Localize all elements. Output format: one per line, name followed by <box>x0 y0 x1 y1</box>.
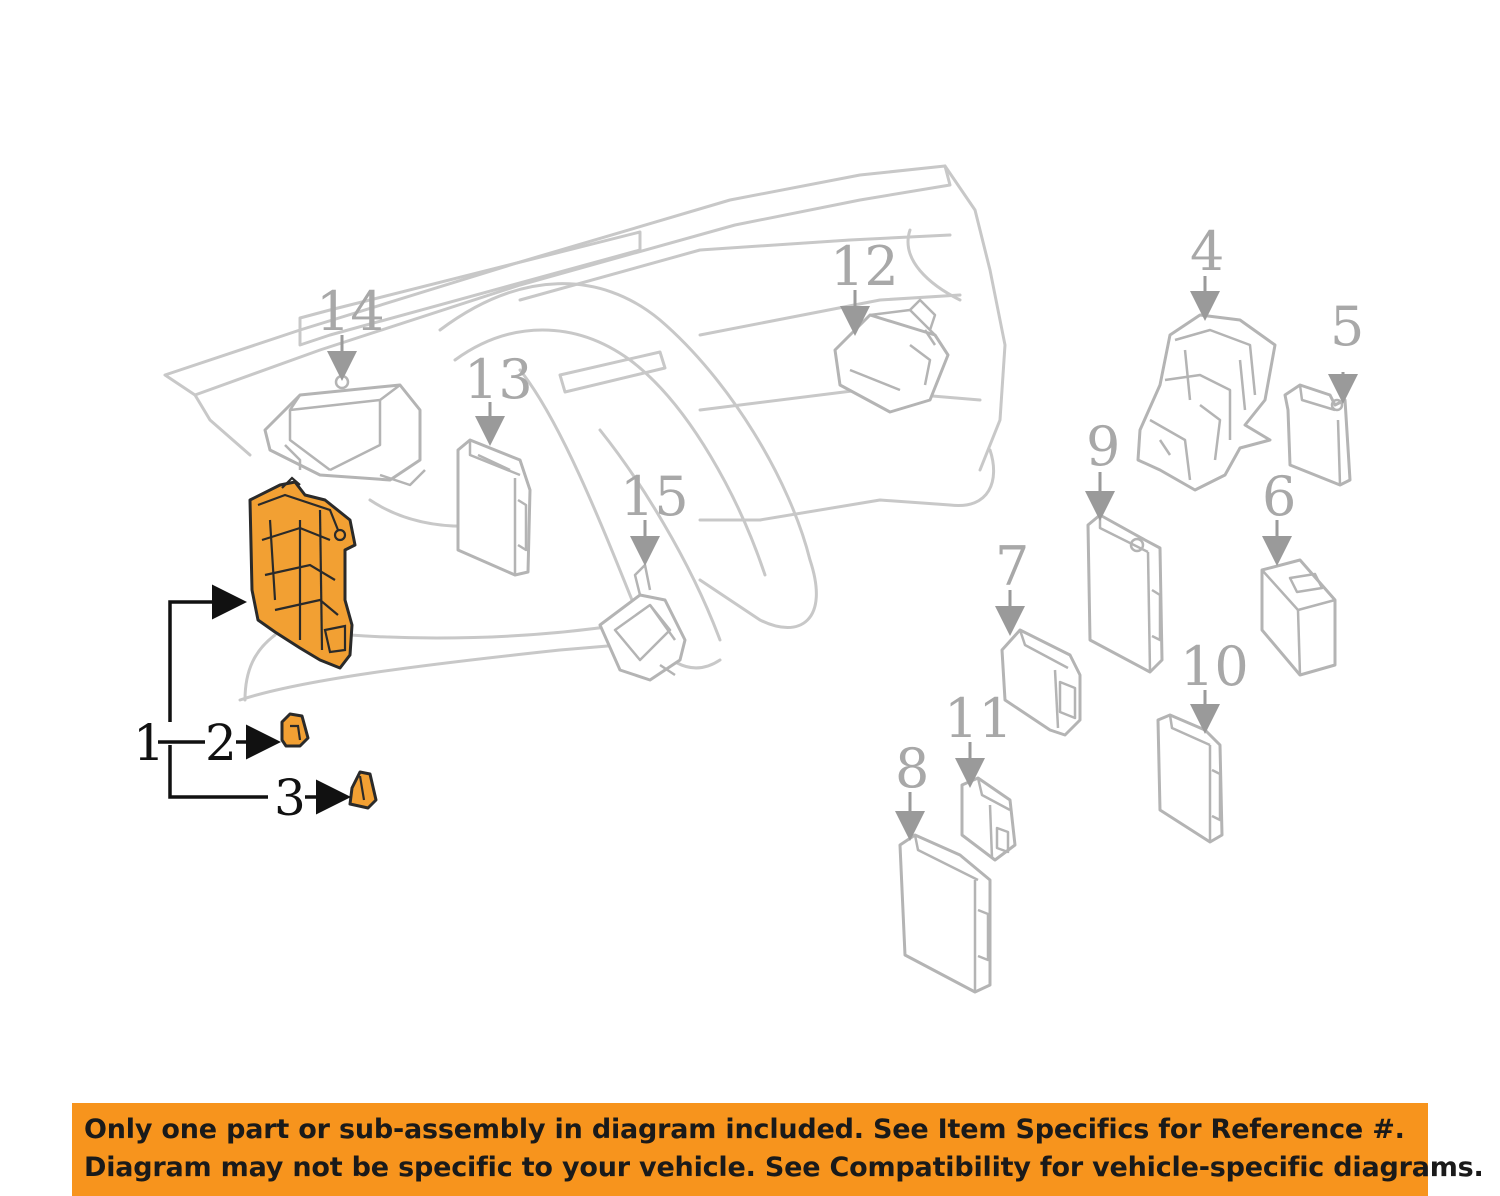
callout-4: 4 <box>1190 220 1224 283</box>
disclaimer-banner: Only one part or sub-assembly in diagram… <box>72 1103 1484 1196</box>
part-8-module <box>898 833 992 994</box>
callout-9: 9 <box>1086 415 1120 478</box>
part-14-module <box>263 374 426 487</box>
callout-3: 3 <box>274 769 306 827</box>
part-9-module <box>1086 513 1164 674</box>
gray-callout-arrows <box>327 276 1358 841</box>
disclaimer-line-1: Only one part or sub-assembly in diagram… <box>84 1114 1405 1145</box>
callout-14: 14 <box>316 280 385 343</box>
callout-6: 6 <box>1262 465 1296 528</box>
part-10-module <box>1156 713 1224 844</box>
callout-2: 2 <box>205 714 237 772</box>
callout-8: 8 <box>895 737 929 800</box>
part-3-clip <box>348 770 378 810</box>
callout-10: 10 <box>1180 635 1249 698</box>
part-4-bracket <box>1136 313 1277 492</box>
part-15-module <box>598 563 687 682</box>
part-11-module <box>960 776 1017 862</box>
callout-7: 7 <box>995 535 1029 598</box>
part-6-module <box>1260 558 1337 677</box>
callout-11: 11 <box>944 687 1013 750</box>
disclaimer-line-2: Diagram may not be specific to your vehi… <box>84 1152 1484 1183</box>
part-12-module <box>833 298 950 414</box>
part-13-module <box>456 438 532 577</box>
part-2-clip <box>280 712 310 748</box>
callout-13: 13 <box>464 348 533 411</box>
callout-12: 12 <box>830 235 899 298</box>
part-1-junction-block <box>248 476 357 670</box>
dark-callout-lines <box>158 584 351 815</box>
callout-1: 1 <box>133 714 165 772</box>
part-7-module <box>1000 628 1082 737</box>
callout-15: 15 <box>620 465 689 528</box>
callout-5: 5 <box>1330 295 1364 358</box>
